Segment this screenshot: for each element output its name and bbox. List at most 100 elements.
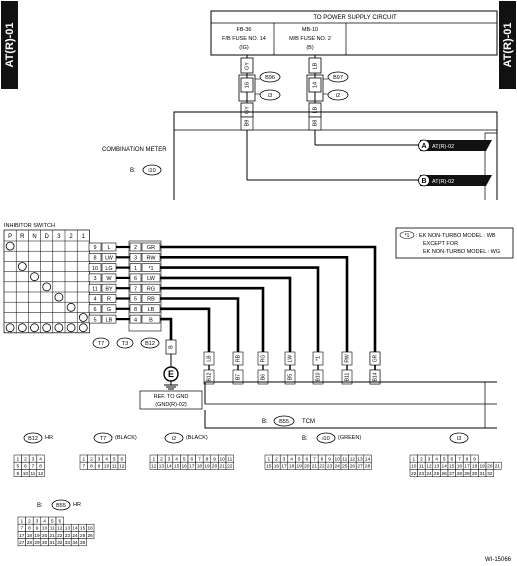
legend-pin-number: 13	[65, 526, 71, 532]
inhibitor-position: 3	[57, 234, 61, 240]
switch-contact	[54, 292, 64, 302]
tcm-wire-color-label: *1	[315, 356, 321, 361]
wire-lb-top: LB	[312, 62, 318, 69]
note-tag: *1	[405, 233, 410, 239]
legend-conn-badge	[449, 432, 469, 444]
legend-pin-cell	[363, 461, 372, 470]
ref-a-page: AT(R)-02	[432, 144, 454, 150]
wire-gy-bottom: GY	[244, 106, 250, 114]
legend-pin-number: 4	[435, 456, 438, 462]
legend-pin-number: 9	[98, 464, 101, 470]
tcm-pin-label: B7	[235, 374, 241, 380]
tcm-side-pin-number: 5	[134, 297, 137, 303]
legend-pin-number: 19	[34, 533, 40, 539]
tcm-pin-label: B6	[260, 374, 266, 380]
out-wire-color-label: *1	[148, 266, 153, 272]
conn-t7: T7	[98, 341, 104, 347]
wire-lb-bottom: LB	[312, 106, 318, 113]
legend-conn-name: B12	[28, 436, 38, 442]
legend-pin-number: 17	[19, 533, 25, 539]
legend-pin-number: 16	[274, 464, 280, 470]
legend-pin-number: 15	[80, 526, 86, 532]
legend-pin-number: 7	[458, 456, 461, 462]
legend-pin-number: 1	[82, 456, 85, 462]
tcm-pin-label: B12	[206, 372, 212, 381]
tcm-side-pin	[129, 273, 142, 283]
fuse2-code: MB-10	[302, 27, 318, 33]
legend-pin-number: 26	[350, 464, 356, 470]
legend-pin-number: 2	[160, 456, 163, 462]
switch-pin	[88, 304, 102, 314]
legend-pin-number: 14	[72, 526, 78, 532]
tcm-pin	[232, 369, 244, 385]
meter-conn-i10: i10	[148, 168, 155, 174]
legend-pin-number: 8	[28, 526, 31, 532]
legend-conn-name: i3	[457, 436, 461, 442]
legend-pin-number: 30	[42, 540, 48, 546]
legend-pin-number: 5	[298, 456, 301, 462]
legend-pin-number: 26	[88, 533, 94, 539]
tcm-side-pin-number: 6	[134, 276, 137, 282]
legend-pin-number: 33	[65, 540, 71, 546]
legend-pin-number: 1	[412, 456, 415, 462]
switch-wire-color-label: L	[107, 245, 110, 251]
legend-pin-number: 19	[480, 464, 486, 470]
legend-pin-number: 24	[426, 471, 432, 477]
ground-wire-color: B	[168, 345, 174, 349]
harness-wire	[160, 307, 211, 352]
legend-pin-number: 10	[335, 456, 341, 462]
switch-pin-number: 10	[92, 266, 98, 272]
switch-contact	[30, 272, 39, 282]
legend-pin-number: 3	[98, 456, 101, 462]
legend-pin-number: 14	[365, 456, 371, 462]
tcm-wire-color-label: LW	[287, 355, 293, 362]
legend-pin-number: 3	[36, 518, 39, 524]
tcm-side-pin	[129, 253, 142, 262]
out-wire-color-label: B	[149, 317, 153, 323]
inhibitor-position: R	[20, 234, 25, 240]
legend-pin-number: 35	[80, 540, 86, 546]
legend-conn-name: i2	[172, 436, 176, 442]
switch-pin-number: 3	[93, 276, 96, 282]
switch-contact	[17, 262, 27, 271]
inhibitor-position: P	[8, 234, 12, 240]
tcm-prefix: B:	[262, 419, 268, 425]
side-tab-left-label: AT(R)-01	[4, 22, 16, 67]
legend-pin-number: 16	[182, 464, 188, 470]
tcm-wire-color-label: RB	[235, 354, 241, 362]
legend-pin-number: 3	[283, 456, 286, 462]
switch-wire-color-label: G	[107, 307, 111, 313]
tcm-side-pin	[129, 263, 142, 272]
switch-wire-color-label: LW	[105, 256, 114, 262]
legend-pin-number: 5	[113, 456, 116, 462]
legend-pin-number: 20	[42, 533, 48, 539]
inhibitor-frame	[3, 229, 90, 334]
ref-b-letter: B	[421, 178, 426, 185]
inhibitor-position: 1	[82, 234, 86, 240]
legend-pin-number: 25	[434, 471, 440, 477]
legend-pin-number: 16	[88, 526, 94, 532]
legend-conn-name: B55	[56, 503, 66, 509]
legend-pin-number: 20	[487, 464, 493, 470]
meter-pin-b9: B9	[244, 120, 250, 127]
switch-contact	[42, 282, 52, 292]
legend-pin-number: 13	[159, 464, 165, 470]
legend-pin-cell	[485, 469, 494, 477]
meter-conn-prefix: B:	[130, 168, 136, 174]
legend-pin-number: 10	[411, 464, 417, 470]
tcm-side-pin	[129, 283, 142, 293]
tcm-pin	[203, 369, 215, 385]
legend-pin-number: 4	[290, 456, 293, 462]
legend-conn-prefix: B:	[37, 503, 43, 509]
legend-pin-number: 13	[434, 464, 440, 470]
conn-t3: T3	[122, 341, 128, 347]
wire-gy-top: GY	[244, 62, 250, 70]
legend-pin-number: 24	[72, 533, 78, 539]
legend-pin-number: 21	[220, 464, 226, 470]
legend-pin-number: 27	[449, 471, 455, 477]
legend-pin-number: 22	[227, 464, 233, 470]
switch-contact	[42, 323, 52, 333]
legend-pin-number: 7	[82, 464, 85, 470]
tcm-wire-color-label: LB	[206, 355, 212, 362]
